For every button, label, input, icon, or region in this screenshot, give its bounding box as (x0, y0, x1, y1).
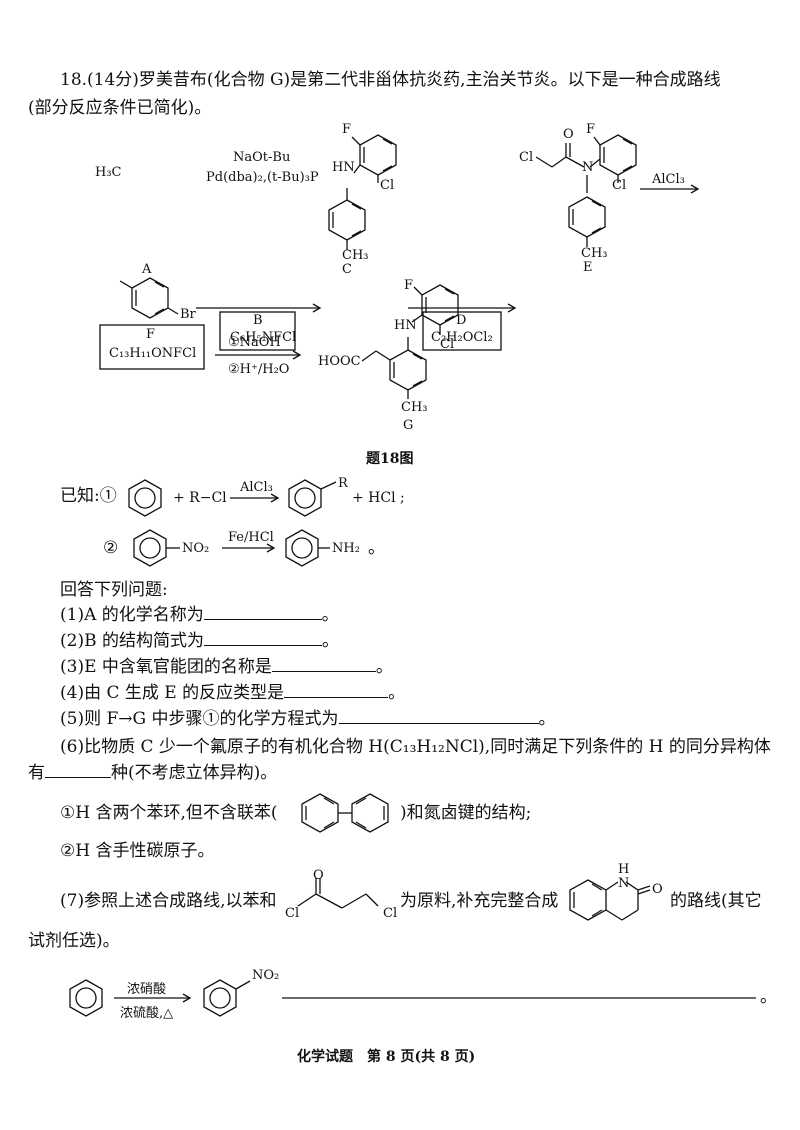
known-reactions-diagram (128, 479, 337, 567)
compound-e-top-ring (599, 134, 637, 176)
compound-c-f: F (342, 122, 352, 137)
dihydroquinolinone-structure (569, 879, 651, 921)
questions-intro: 回答下列问题: (60, 580, 168, 600)
route-end: 。 (760, 987, 777, 1007)
answer-blank-6[interactable] (45, 761, 111, 778)
known1-r: R (338, 476, 348, 491)
condition-1-a: ①H 含两个苯环,但不含联苯( (60, 803, 278, 823)
box-d-formula: C₂H₂OCl₂ (431, 330, 493, 345)
known1-benzene (128, 479, 162, 517)
known1-product-ring (288, 479, 322, 517)
step4-reagent-1: ①NaOH (228, 335, 281, 350)
condition-1-b: )和氮卤键的结构; (400, 803, 532, 823)
step1-reagent-1: NaOt-Bu (233, 150, 291, 165)
known2-reagent: Fe/HCl (228, 530, 274, 545)
synthesis-scheme (99, 134, 700, 399)
question-line-1: 18.(14分)罗美昔布(化合物 G)是第二代非甾体抗炎药,主治关节炎。以下是一… (60, 70, 721, 90)
compound-c-top-ring (359, 134, 397, 176)
known2-no2: NO₂ (182, 541, 210, 556)
compound-e-ch3: CH₃ (581, 246, 608, 261)
question-6-line-1: (6)比物质 C 少一个氟原子的有机化合物 H(C₁₃H₁₂NCl),同时满足下… (60, 737, 771, 757)
figure-caption: 题18图 (366, 451, 414, 467)
q7-acyl-cl1: Cl (285, 906, 300, 921)
step1-reagent-2: Pd(dba)₂,(t-Bu)₃P (206, 170, 319, 185)
compound-e-o: O (563, 127, 574, 142)
route-benzene (69, 979, 103, 1017)
known2-aniline (285, 529, 319, 567)
answer-blank-1[interactable] (203, 603, 322, 620)
compound-g-label: G (403, 418, 414, 433)
answer-blank-5[interactable] (338, 707, 539, 724)
compound-a-h3c: H₃C (95, 165, 122, 180)
answer-blank-4[interactable] (284, 681, 389, 698)
compound-g-top-ring (421, 284, 459, 326)
question-7-line-2: 试剂任选)。 (28, 931, 120, 951)
compound-e-cl2: Cl (612, 178, 627, 193)
compound-g-hooc: HOOC (318, 354, 361, 369)
known2-nitrobenzene (133, 529, 167, 567)
box-d (422, 311, 502, 351)
page-footer: 化学试题 第 8 页(共 8 页) (297, 1049, 476, 1065)
box-b-formula: C₆H₅NFCl (230, 330, 297, 345)
compound-e-cl1: Cl (519, 150, 534, 165)
step4-reagent-2: ②H⁺/H₂O (228, 362, 290, 377)
question-2: (2)B 的结构简式为。 (60, 629, 339, 651)
answer-blank-2[interactable] (203, 629, 322, 646)
route-no2: NO₂ (252, 968, 280, 983)
chloropropionyl-chloride-structure (297, 878, 379, 909)
q7-prod-h: H (618, 862, 630, 877)
question-7-a: (7)参照上述合成路线,以苯和 (60, 891, 277, 911)
q7-acyl-cl2: Cl (383, 906, 398, 921)
known1-rcl: + R−Cl (173, 490, 227, 506)
box-b (219, 311, 296, 351)
box-f-name: F (146, 327, 156, 342)
known2-num: ② (103, 538, 119, 558)
compound-a-ring (131, 277, 169, 319)
compound-e-f: F (586, 122, 596, 137)
compound-c-bottom-ring (328, 199, 366, 241)
route-diagram (69, 979, 756, 1017)
compound-c-cl: Cl (380, 178, 395, 193)
route-reagent-1: 浓硝酸 (127, 982, 167, 997)
question-7-b: 为原料,补充完整合成 (400, 891, 559, 911)
compound-g-bottom-ring (389, 349, 427, 391)
q7-prod-o: O (652, 882, 663, 897)
compound-g-ch3: CH₃ (401, 400, 428, 415)
compound-a-br: Br (180, 307, 196, 322)
question-4: (4)由 C 生成 E 的反应类型是。 (60, 681, 406, 703)
step3-reagent: AlCl₃ (652, 172, 685, 187)
q7-prod-n: N (618, 876, 630, 891)
compound-g-f: F (404, 278, 414, 293)
q7-acyl-o: O (313, 868, 324, 883)
route-nitrobenzene (203, 979, 237, 1017)
known2-end: 。 (368, 538, 385, 558)
route-reagent-2: 浓硫酸,△ (120, 1006, 174, 1021)
condition-2: ②H 含手性碳原子。 (60, 841, 215, 861)
known1-reagent: AlCl₃ (240, 480, 273, 495)
compound-e-n: N (582, 160, 594, 175)
question-3: (3)E 中含氧官能团的名称是。 (60, 655, 393, 677)
compound-e-label: E (583, 260, 593, 275)
known2-nh2: NH₂ (332, 541, 360, 556)
compound-c-ch3: CH₃ (342, 248, 369, 263)
question-line-2: (部分反应条件已简化)。 (28, 98, 212, 118)
question-6-line-2: 有种(不考虑立体异构)。 (28, 761, 278, 783)
question-1: (1)A 的化学名称为。 (60, 603, 339, 625)
known1-hcl: + HCl ; (352, 490, 405, 506)
compound-g-cl: Cl (440, 337, 455, 352)
compound-c-label: C (342, 262, 352, 277)
box-f-formula: C₁₃H₁₁ONFCl (109, 346, 197, 361)
compound-e-bottom-ring (568, 196, 606, 238)
question-5: (5)则 F→G 中步骤①的化学方程式为。 (60, 707, 556, 729)
known-prefix: 已知:① (60, 486, 117, 506)
answer-blank-3[interactable] (271, 655, 376, 672)
box-d-name: D (456, 313, 467, 328)
compound-c-nh: HN (332, 160, 355, 175)
biphenyl-structure (301, 793, 389, 833)
question-7-c: 的路线(其它 (670, 891, 762, 911)
box-f (99, 324, 205, 370)
compound-g-nh: HN (394, 318, 417, 333)
box-b-name: B (253, 313, 263, 328)
compound-a-label: A (142, 262, 152, 277)
